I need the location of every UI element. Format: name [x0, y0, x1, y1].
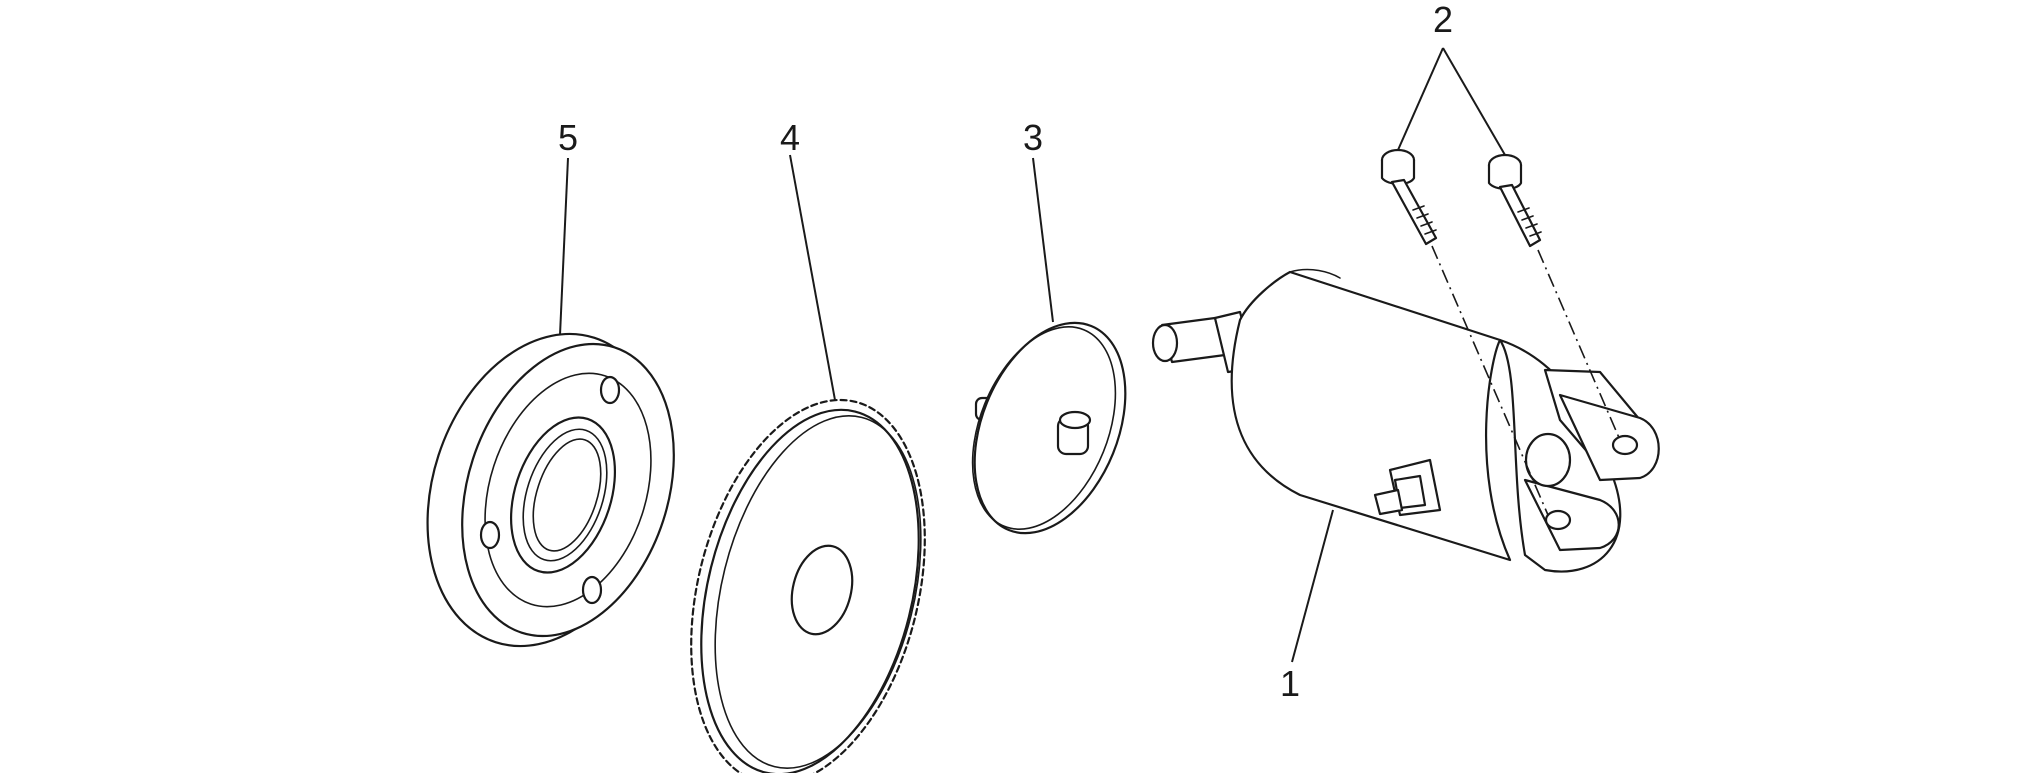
- leader-line-5: [559, 157, 569, 336]
- callout-label-1: 1: [1280, 663, 1300, 704]
- gear-part: [690, 398, 926, 773]
- callout-label-5: 5: [558, 117, 578, 158]
- screw-left-part: [1380, 148, 1438, 246]
- flange-part: [426, 332, 675, 648]
- leader-line-1: [1291, 509, 1334, 663]
- screw-right-part: [1487, 153, 1542, 248]
- screw-left-centerline: [1431, 245, 1549, 516]
- leader-line-4: [789, 154, 836, 401]
- starter-motor-part: [1151, 268, 1660, 573]
- leader-line-2b: [1442, 47, 1506, 156]
- cover-plate-part: [971, 321, 1127, 535]
- callout-label-4: 4: [780, 117, 800, 158]
- callout-label-3: 3: [1023, 117, 1043, 158]
- screw-right-centerline: [1537, 249, 1621, 441]
- callout-label-2: 2: [1433, 0, 1453, 40]
- leader-line-2a: [1397, 47, 1444, 151]
- leader-line-3: [1032, 157, 1054, 323]
